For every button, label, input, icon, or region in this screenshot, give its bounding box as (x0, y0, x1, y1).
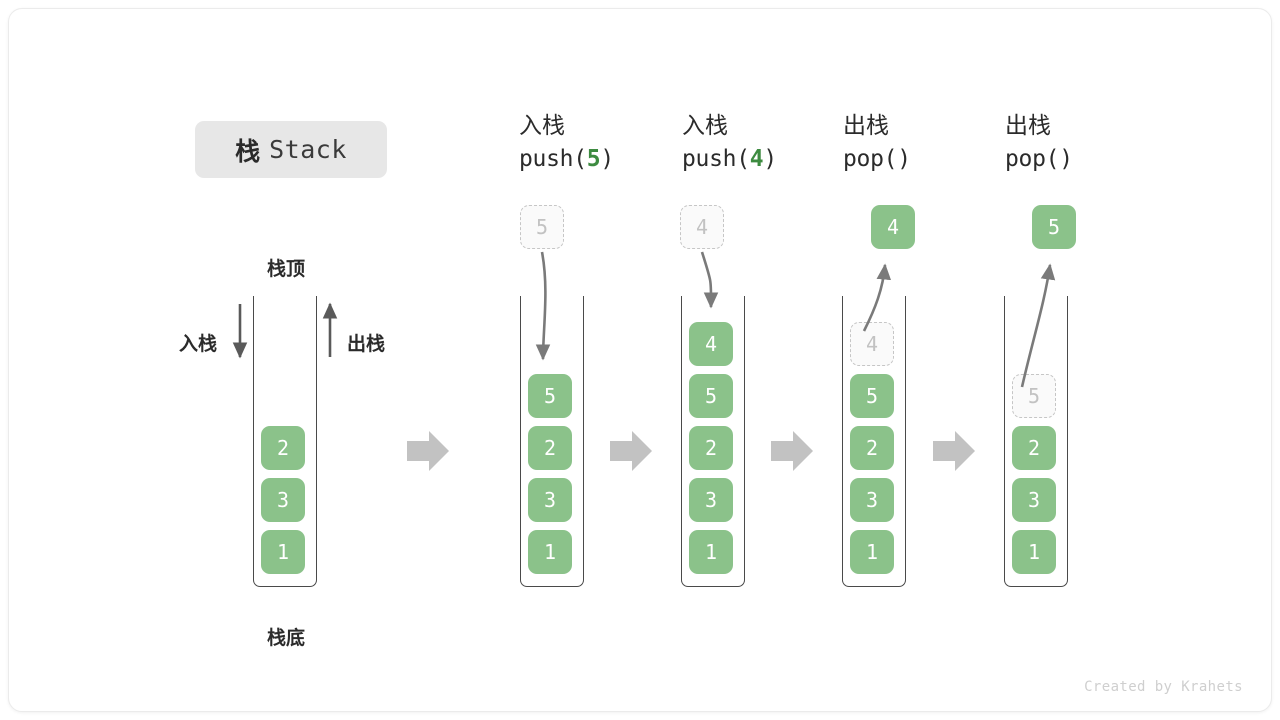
column-header-push-5: 入栈 push(5) (519, 108, 709, 176)
diagram-card: 栈 Stack 栈顶 栈底 入栈 出栈 2 3 1 入栈 push(5) 5 5… (8, 8, 1272, 712)
stack-box: 2 (528, 426, 572, 470)
stack-box: 1 (850, 530, 894, 574)
incoming-value-box: 4 (680, 205, 724, 249)
header-line-cn: 出栈 (1005, 112, 1051, 138)
stack-box: 1 (528, 530, 572, 574)
label-pop-right: 出栈 (347, 334, 386, 355)
removed-slot-box: 4 (850, 322, 894, 366)
stack-box: 3 (528, 478, 572, 522)
code-prefix: pop( (1005, 146, 1060, 172)
column-header-push-4: 入栈 push(4) (682, 108, 872, 176)
header-line-code: pop() (1005, 142, 1195, 176)
stack-box: 3 (1012, 478, 1056, 522)
stack-box: 1 (1012, 530, 1056, 574)
header-line-code: push(4) (682, 142, 872, 176)
title-badge: 栈 Stack (195, 121, 387, 178)
stack-tube-pop-4 (842, 296, 906, 587)
popped-value-box: 4 (871, 205, 915, 249)
stack-box: 3 (261, 478, 305, 522)
column-header-pop-5: 出栈 pop() (1005, 108, 1195, 176)
stack-box: 2 (850, 426, 894, 470)
header-line-cn: 入栈 (682, 112, 728, 138)
label-stack-bottom: 栈底 (267, 628, 306, 649)
label-push-left: 入栈 (179, 334, 218, 355)
code-prefix: pop( (843, 146, 898, 172)
stack-box: 5 (689, 374, 733, 418)
stack-box: 2 (1012, 426, 1056, 470)
incoming-value-box: 5 (520, 205, 564, 249)
stack-box: 1 (261, 530, 305, 574)
header-line-cn: 出栈 (843, 112, 889, 138)
header-line-cn: 入栈 (519, 112, 565, 138)
title-cn: 栈 (235, 137, 261, 166)
code-suffix: ) (897, 146, 911, 172)
step-arrow (407, 431, 449, 471)
label-stack-top: 栈顶 (267, 259, 306, 280)
code-arg: 5 (586, 146, 601, 172)
stack-box: 2 (689, 426, 733, 470)
stack-tube-push-5 (520, 296, 584, 587)
code-arg: 4 (749, 146, 764, 172)
stack-box: 4 (689, 322, 733, 366)
stack-box: 5 (528, 374, 572, 418)
footer-credit: Created by Krahets (1084, 679, 1243, 695)
code-prefix: push( (682, 146, 750, 172)
step-arrow (771, 431, 813, 471)
code-suffix: ) (763, 146, 777, 172)
stack-tube-pop-5 (1004, 296, 1068, 587)
stack-box: 2 (261, 426, 305, 470)
title-en: Stack (269, 135, 347, 164)
stack-box: 3 (850, 478, 894, 522)
column-header-pop-4: 出栈 pop() (843, 108, 1033, 176)
code-suffix: ) (600, 146, 614, 172)
header-line-code: push(5) (519, 142, 709, 176)
code-prefix: push( (519, 146, 587, 172)
code-suffix: ) (1059, 146, 1073, 172)
removed-slot-box: 5 (1012, 374, 1056, 418)
stack-box: 5 (850, 374, 894, 418)
popped-value-box: 5 (1032, 205, 1076, 249)
stack-tube-push-4 (681, 296, 745, 587)
header-line-code: pop() (843, 142, 1033, 176)
stack-tube-initial (253, 296, 317, 587)
step-arrow (610, 431, 652, 471)
step-arrow (933, 431, 975, 471)
stack-box: 3 (689, 478, 733, 522)
stack-box: 1 (689, 530, 733, 574)
